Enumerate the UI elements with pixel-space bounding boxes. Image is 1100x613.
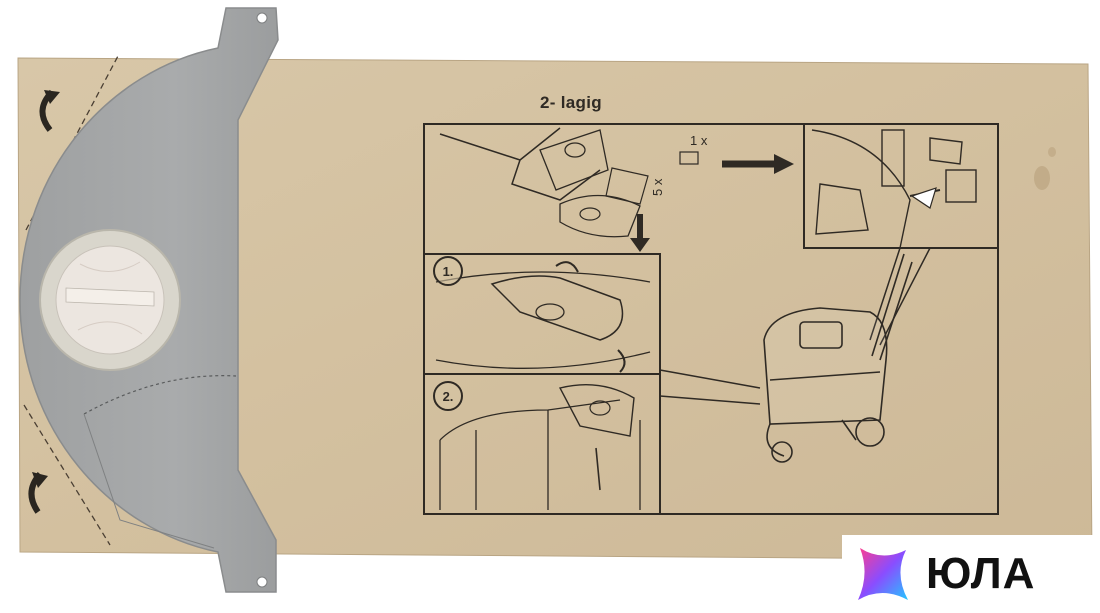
watermark: ЮЛА	[842, 535, 1100, 613]
stain	[1048, 147, 1056, 157]
star-logo-icon	[858, 548, 908, 600]
machine-wall-sketch	[439, 410, 641, 510]
layer-label: 2- lagig	[540, 93, 602, 112]
bag-stack-sketch	[439, 127, 601, 201]
arrow-head	[32, 472, 48, 488]
detail-panel	[803, 123, 999, 249]
collar-hole-sketch	[579, 207, 601, 221]
bag-opening-sketch	[564, 142, 586, 158]
pointer-line	[879, 247, 931, 346]
fold-line	[23, 404, 111, 546]
seal-slit	[65, 287, 155, 307]
perforation-line	[83, 375, 237, 415]
diagram-frame	[423, 123, 999, 515]
fleece-texture	[77, 261, 143, 335]
stain	[1034, 166, 1050, 190]
pointer-line	[869, 247, 901, 341]
bag-collar-sketch	[558, 383, 635, 437]
arrow-head	[774, 154, 794, 174]
collar-hole-sketch	[535, 303, 565, 321]
bag-sketch	[539, 129, 609, 191]
arrow-head	[44, 90, 60, 104]
instruction-diagram	[423, 123, 999, 515]
rotate-arrow-icon	[617, 349, 626, 373]
step-one-badge: 1.	[433, 256, 463, 286]
bag-collar-sketch	[490, 275, 624, 341]
hanging-hole	[256, 576, 268, 588]
pointer-line	[659, 369, 761, 389]
insert-arrow-icon	[595, 447, 601, 491]
small-filter-sketch	[679, 151, 699, 165]
insert-arrow-icon	[910, 187, 937, 209]
machine-top-outline	[435, 271, 651, 283]
collar-hole-sketch	[589, 400, 611, 416]
filter-sheet-sketch	[605, 167, 649, 205]
bag-collar-sketch	[559, 194, 641, 238]
hanging-hole	[256, 12, 268, 24]
tab-outline	[83, 413, 215, 549]
rotate-arrow-icon	[555, 261, 579, 273]
machine-body-outline	[439, 399, 621, 441]
step-two-badge: 2.	[433, 381, 463, 411]
watermark-brand: ЮЛА	[926, 549, 1036, 598]
quantity-five-label: 5 x	[650, 178, 665, 196]
quantity-one-label: 1 x	[690, 133, 708, 148]
arrow-head	[630, 238, 650, 252]
step-panel-border	[424, 253, 661, 514]
pointer-line	[659, 395, 761, 405]
vacuum-cleaner-sketch	[763, 253, 913, 463]
